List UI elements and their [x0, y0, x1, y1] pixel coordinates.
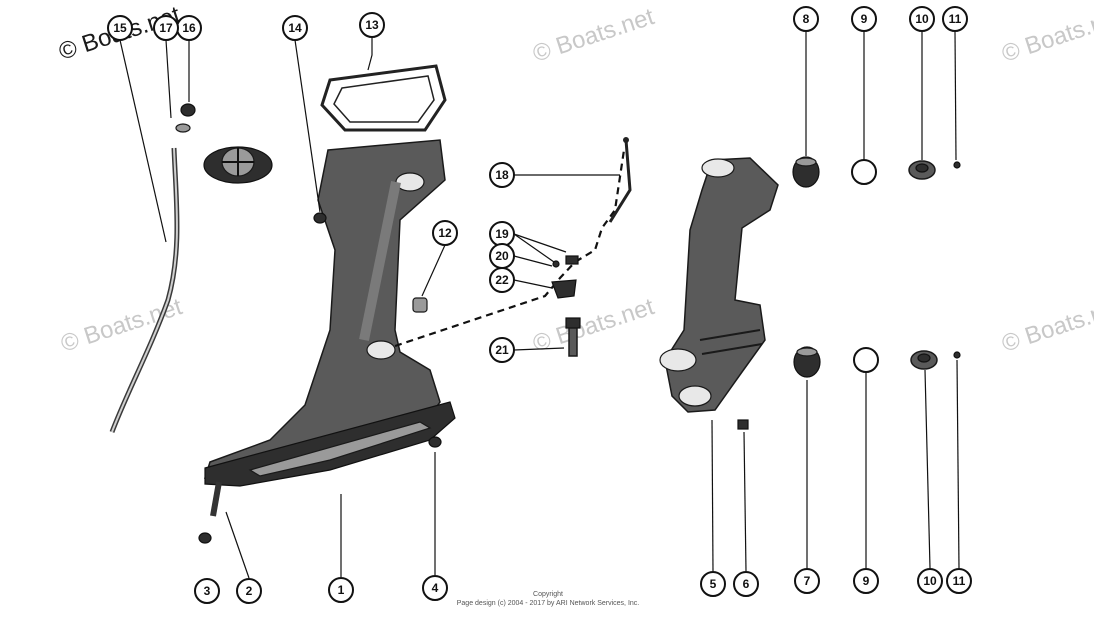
callout-10-lower: 10 — [917, 568, 943, 594]
part-6-block — [737, 419, 749, 430]
shift-rod-path — [394, 149, 626, 348]
part-strainer — [203, 146, 273, 184]
callout-5: 5 — [700, 571, 726, 597]
watermark-top-right: © Boats.net — [999, 3, 1094, 68]
svg-text:20: 20 — [495, 249, 509, 263]
part-9-snap-ring-lower — [853, 347, 879, 373]
svg-text:21: 21 — [495, 343, 509, 357]
svg-text:11: 11 — [949, 12, 962, 26]
watermark-top-center: © Boats.net — [530, 3, 658, 68]
callout-6: 6 — [733, 571, 759, 597]
callout-1: 1 — [328, 577, 354, 603]
footer-page-design: Page design (c) 2004 - 2017 by ARI Netwo… — [457, 600, 640, 607]
svg-text:10: 10 — [915, 12, 929, 26]
part-10-bearing-lower — [910, 350, 938, 370]
svg-text:9: 9 — [861, 12, 868, 26]
callout-10-upper: 10 — [909, 6, 935, 32]
part-11-upper — [953, 161, 961, 169]
callout-11-lower: 11 — [946, 568, 972, 594]
svg-text:14: 14 — [288, 21, 302, 35]
callout-9-upper: 9 — [851, 6, 877, 32]
callout-11-upper: 11 — [942, 6, 968, 32]
callout-3: 3 — [194, 578, 220, 604]
svg-text:6: 6 — [743, 577, 750, 591]
part-2-stud — [210, 481, 222, 517]
svg-text:8: 8 — [803, 12, 810, 26]
callout-14: 14 — [282, 15, 308, 41]
svg-text:4: 4 — [432, 581, 439, 595]
svg-text:7: 7 — [804, 574, 811, 588]
part-16-fitting — [180, 103, 196, 117]
part-9-snap-ring-upper — [851, 159, 877, 185]
svg-text:17: 17 — [159, 21, 173, 35]
svg-text:9: 9 — [863, 574, 870, 588]
svg-text:22: 22 — [495, 273, 509, 287]
svg-text:5: 5 — [710, 577, 717, 591]
part-10-bearing-upper — [908, 160, 936, 180]
part-3-nut — [198, 532, 212, 544]
leader-lines — [119, 31, 960, 579]
part-14-nut — [313, 212, 327, 224]
callout-7: 7 — [794, 568, 820, 594]
watermark-mid-right: © Boats.net — [999, 293, 1094, 358]
callout-19: 19 — [489, 221, 515, 247]
part-20-pin — [552, 260, 560, 268]
callout-15: 15 — [107, 15, 133, 41]
part-21-bolt — [565, 317, 581, 357]
callout-8: 8 — [793, 6, 819, 32]
svg-text:1: 1 — [338, 583, 345, 597]
svg-text:3: 3 — [204, 584, 211, 598]
part-12-bushing — [412, 297, 428, 313]
part-15-tube — [109, 147, 180, 433]
part-1-drive-shaft-housing — [203, 139, 456, 487]
svg-text:15: 15 — [113, 21, 127, 35]
part-4-nut — [428, 436, 442, 448]
svg-text:10: 10 — [923, 574, 937, 588]
part-5-exhaust-housing — [659, 157, 779, 413]
part-11-lower — [953, 351, 961, 359]
svg-text:12: 12 — [438, 226, 452, 240]
callout-4: 4 — [422, 575, 448, 601]
part-18-rod — [608, 139, 632, 223]
svg-text:19: 19 — [495, 227, 509, 241]
callout-2: 2 — [236, 578, 262, 604]
part-8-seal — [792, 156, 820, 188]
callout-12: 12 — [432, 220, 458, 246]
part-13-gasket — [320, 64, 447, 132]
callout-18: 18 — [489, 162, 515, 188]
callout-16: 16 — [176, 15, 202, 41]
part-19-clip — [565, 255, 579, 265]
callout-22: 22 — [489, 267, 515, 293]
callout-9-lower: 9 — [853, 568, 879, 594]
callout-21: 21 — [489, 337, 515, 363]
part-22-lever — [551, 279, 577, 299]
footer-copyright: Copyright — [533, 591, 563, 598]
callout-20: 20 — [489, 243, 515, 269]
svg-text:13: 13 — [365, 18, 379, 32]
callout-17: 17 — [153, 15, 179, 41]
svg-text:18: 18 — [495, 168, 509, 182]
part-7-seal — [793, 346, 821, 378]
svg-text:16: 16 — [182, 21, 196, 35]
svg-text:2: 2 — [246, 584, 253, 598]
part-17-washer — [175, 123, 191, 133]
callout-13: 13 — [359, 12, 385, 38]
svg-text:11: 11 — [953, 574, 966, 588]
